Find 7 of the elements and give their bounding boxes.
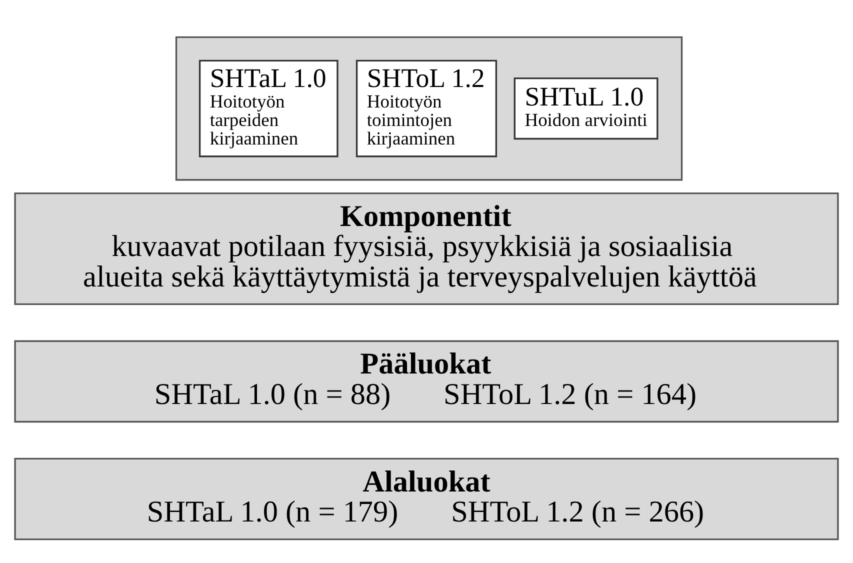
node-box: Komponentit kuvaavat potilaan fyysisiä, psyykkisiä ja sosiaalisia alueita sekä käyttäytymistä ja terveyspalvelujen käyttöä xyxy=(14,192,839,305)
node-box: Pääluokat SHTaL 1.0 (n = 88) SHToL 1.2 (n = 164) xyxy=(14,340,839,423)
node-box: Alaluokat SHTaL 1.0 (n = 179) SHToL 1.2 (n = 266) xyxy=(14,458,839,540)
node-box: SHTuL 1.0 Hoidon arviointi xyxy=(514,77,658,140)
node-box: SHTaL 1.0 Hoitotyön tarpeiden kirjaaminen xyxy=(198,60,338,158)
cluster xyxy=(175,36,683,181)
node-box: SHToL 1.2 Hoitotyön toimintojen kirjaaminen xyxy=(356,60,498,158)
